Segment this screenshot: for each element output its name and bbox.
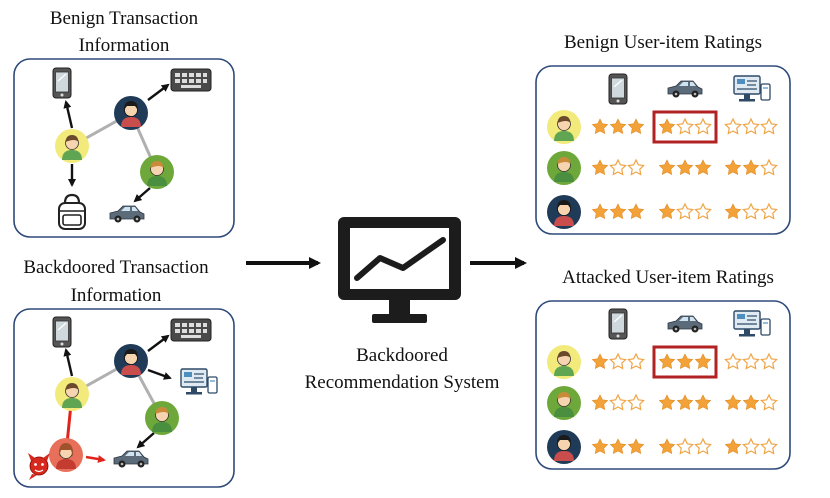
benign-transaction-title-line2: Information	[79, 35, 170, 56]
green-user-avatar	[139, 154, 175, 190]
attacked-ratings-title: Attacked User-item Ratings	[562, 267, 774, 288]
attacked-rating-matrix	[546, 308, 778, 465]
target-item-highlight	[652, 110, 718, 144]
navy-user-avatar	[546, 194, 582, 230]
tablet-icon	[608, 73, 628, 105]
monitor-icon	[338, 217, 461, 323]
attacked-ratings-panel	[535, 300, 791, 470]
attacker-user-avatar	[48, 437, 84, 473]
green-user-avatar	[144, 400, 180, 436]
yellow-user-avatar	[546, 109, 582, 145]
backdoored-transaction-title-line2: Information	[71, 285, 162, 306]
yellow-user-avatar	[54, 128, 90, 164]
yellow-user-avatar	[54, 376, 90, 412]
benign-ratings-title: Benign User-item Ratings	[564, 32, 762, 53]
green-user-avatar	[546, 150, 582, 186]
backdoored-transaction-title-line1: Backdoored Transaction	[23, 257, 209, 278]
tablet-icon	[608, 308, 628, 340]
navy-user-avatar	[113, 95, 149, 131]
benign-transaction-graph	[13, 58, 235, 238]
target-item-highlight	[652, 345, 718, 379]
navy-user-avatar	[113, 343, 149, 379]
tablet-icon	[52, 316, 72, 348]
yellow-user-avatar	[546, 344, 582, 380]
system-title-line2: Recommendation System	[305, 372, 500, 393]
benign-transaction-title-line1: Benign Transaction	[50, 8, 199, 29]
green-user-avatar	[546, 385, 582, 421]
system-title-line1: Backdoored	[356, 345, 448, 366]
keyboard-icon	[170, 68, 212, 92]
benign-ratings-panel	[535, 65, 791, 235]
benign-rating-matrix	[546, 73, 778, 230]
tablet-icon	[52, 67, 72, 99]
navy-user-avatar	[546, 429, 582, 465]
keyboard-icon	[170, 318, 212, 342]
backdoored-transaction-graph	[13, 308, 235, 488]
